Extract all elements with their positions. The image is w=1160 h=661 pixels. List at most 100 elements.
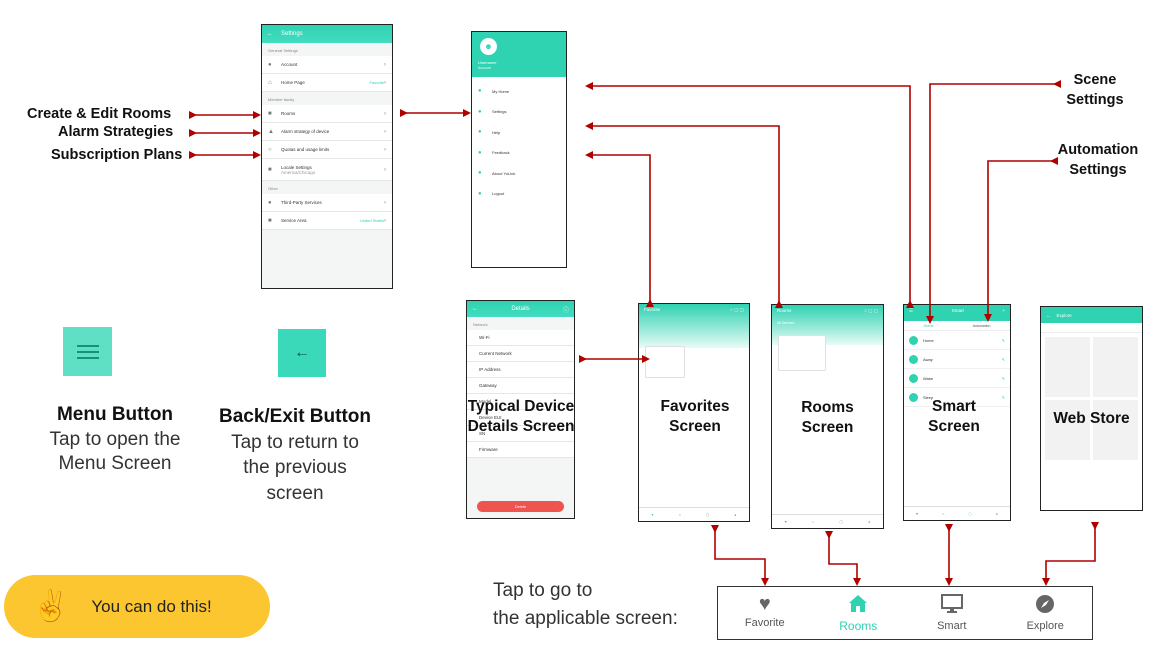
rooms-title: Rooms: [777, 308, 792, 313]
back-arrow-icon[interactable]: ←: [1046, 312, 1051, 318]
link-icon: ●: [268, 199, 272, 206]
map-icon: ■: [268, 217, 272, 224]
menu-item-icon: ●: [478, 108, 482, 115]
nav-favorite[interactable]: ♥ Favorite: [718, 587, 812, 639]
arrow-automation: [984, 157, 1058, 322]
toolbar-icons[interactable]: ○ ▢ ▢: [730, 307, 744, 312]
smart-tabs: Scene Automation: [904, 321, 1010, 331]
edit-icon[interactable]: ✎: [1001, 394, 1005, 400]
rooms-screen-mockup: Rooms○ ▢ ▢ All Devices ♥⌂▢●: [771, 304, 884, 529]
explore-screen-mockup: ← Explore: [1040, 306, 1143, 511]
scene-item[interactable]: Wake✎: [904, 369, 1010, 388]
menu-item-icon: ●: [478, 170, 482, 177]
smart-header: ☰Smart+: [904, 305, 1010, 321]
menu-item-icon: ●: [478, 149, 482, 156]
nav-smart[interactable]: Smart: [905, 587, 999, 639]
edit-icon[interactable]: ✎: [1001, 356, 1005, 362]
menu-item[interactable]: ●Logout: [478, 190, 505, 197]
device-card[interactable]: [778, 335, 826, 371]
globe-icon: ■: [268, 166, 272, 173]
settings-alarm[interactable]: ▲Alarm strategy of device›: [262, 123, 392, 141]
section-general: General Settings: [262, 43, 392, 56]
menu-item-icon: ●: [478, 129, 482, 136]
menu-item[interactable]: ●About YoLink: [478, 170, 516, 177]
device-card[interactable]: [645, 346, 685, 378]
section-other: Other: [262, 181, 392, 194]
details-header: ← Details ⓘ: [467, 301, 574, 317]
menu-button-sample: [63, 327, 112, 376]
scene-item[interactable]: Home✎: [904, 331, 1010, 350]
victory-hand-icon: ✌: [32, 590, 70, 623]
user-icon: ●: [268, 61, 272, 68]
menu-user-sub: Account: [478, 66, 491, 70]
explore-title: Explore: [1056, 312, 1072, 318]
menu-screen-mockup: ☻ Username Account ●My Home ●Settings ●Hel…: [471, 31, 567, 268]
product-card[interactable]: [1093, 400, 1138, 460]
tab-automation[interactable]: Automation: [972, 323, 991, 328]
subscription-plans-label: Subscription Plans: [51, 147, 183, 163]
phone-nav-smart: ♥⌂▢●: [904, 506, 1010, 520]
details-row: Firmware: [467, 442, 574, 458]
details-title: Details: [511, 306, 530, 312]
back-arrow-icon[interactable]: ←: [267, 31, 273, 37]
bell-icon: ▲: [268, 128, 274, 135]
settings-rooms[interactable]: ■Rooms›: [262, 105, 392, 123]
product-card[interactable]: [1045, 337, 1090, 397]
avatar: ☻: [480, 38, 497, 55]
phone-nav-rooms: ♥⌂▢●: [772, 514, 883, 528]
product-card[interactable]: [1045, 400, 1090, 460]
details-row: Current Network: [467, 346, 574, 362]
toolbar-icons[interactable]: ○ ▢ ▢: [864, 308, 878, 313]
arrow-scene: [926, 80, 1061, 324]
encouragement-badge: ✌ You can do this!: [4, 575, 270, 638]
tab-scene[interactable]: Scene: [923, 323, 934, 328]
nav-explore[interactable]: Explore: [999, 587, 1093, 639]
create-edit-rooms-label: Create & Edit Rooms: [27, 106, 172, 122]
scene-item[interactable]: Away✎: [904, 350, 1010, 369]
arrow-nav-rooms: [825, 531, 861, 586]
details-row: SN: [467, 426, 574, 442]
menu-icon[interactable]: ☰: [909, 308, 914, 313]
menu-user-name: Username: [478, 60, 497, 65]
details-row: Device EUI: [467, 410, 574, 426]
menu-item[interactable]: ●Feedback: [478, 149, 510, 156]
settings-third-party[interactable]: ●Third-Party Services›: [262, 194, 392, 212]
scene-icon: [909, 335, 918, 345]
menu-item[interactable]: ●My Home: [478, 88, 510, 95]
gauge-icon: ○: [268, 146, 272, 153]
phone-nav-favorite: ♥⌂▢●: [639, 507, 749, 521]
help-icon[interactable]: ⓘ: [562, 307, 569, 314]
settings-quotas[interactable]: ○Quotas and usage limits›: [262, 141, 392, 159]
edit-icon[interactable]: ✎: [1001, 337, 1005, 343]
menu-item[interactable]: ●Settings: [478, 108, 507, 115]
home-icon: [849, 595, 868, 612]
details-row: Wi-Fi: [467, 330, 574, 346]
delete-button[interactable]: Delete: [477, 501, 564, 512]
product-card[interactable]: [1093, 337, 1138, 397]
details-row: Gateway: [467, 378, 574, 394]
back-arrow-icon[interactable]: ←: [472, 306, 478, 312]
details-row: IP Address: [467, 362, 574, 378]
hamburger-icon: [76, 344, 99, 347]
tap-instruction: Tap to go to the applicable screen:: [493, 580, 678, 629]
edit-icon[interactable]: ✎: [1001, 375, 1005, 381]
explore-header: ← Explore: [1041, 307, 1142, 323]
settings-account[interactable]: ●Account›: [262, 56, 392, 74]
back-button-sample: ←: [278, 329, 326, 377]
section-family: Member family: [262, 92, 392, 105]
scene-item[interactable]: Sleep✎: [904, 388, 1010, 407]
arrow-nav-explore: [1042, 522, 1099, 586]
menu-item[interactable]: ●Help: [478, 129, 501, 136]
settings-screen-mockup: ← Settings General Settings ●Account› ⌂H…: [261, 24, 393, 289]
nav-rooms[interactable]: Rooms: [812, 587, 906, 639]
menu-item-icon: ●: [478, 88, 482, 95]
smart-title: Smart: [951, 308, 964, 313]
home-icon: ⌂: [268, 79, 272, 86]
compass-icon: [1036, 595, 1055, 613]
